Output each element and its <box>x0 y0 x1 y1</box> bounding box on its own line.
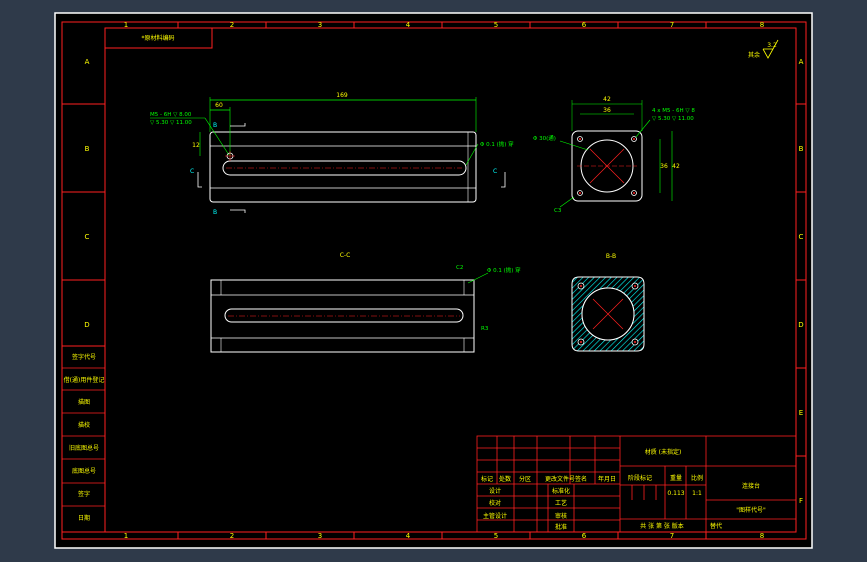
section-cc: C2 Φ 0.1 (抛) 穿 R3 <box>210 265 521 353</box>
left-zone-c: C <box>85 233 90 241</box>
title-block-text: 材质 (未指定) 连接台 "图样代号" 阶段标记 重量 比例 0.113 1:1… <box>481 448 766 531</box>
cc-right-note: R3 <box>481 326 489 332</box>
left-table-labels: 签字代号 借(通)用件登记 描图 描校 旧底图总号 底图总号 签字 日期 <box>64 353 105 522</box>
left-table-date: 日期 <box>78 514 90 522</box>
top-zone-8: 8 <box>760 21 764 29</box>
left-zone-d: D <box>84 321 89 329</box>
row-header-date: 年月日 <box>598 475 616 483</box>
roughness-label: 其余 <box>748 51 760 59</box>
top-zone-7: 7 <box>670 21 674 29</box>
row-header-count: 处数 <box>499 475 511 483</box>
cut-left-top: C <box>190 168 194 175</box>
chief-label: 主管设计 <box>483 512 507 520</box>
bottom-zone-7: 7 <box>670 532 674 540</box>
roughness-check-icon <box>762 39 779 59</box>
cc-chamfer-note: C2 <box>456 265 463 271</box>
part-name: 连接台 <box>742 482 760 490</box>
section-bb <box>571 276 645 352</box>
corner-holes-note-1: 4 x M5 - 6H ▽ 8 <box>652 108 695 114</box>
corner-holes-note-2: ▽ 5.30 ▽ 11.00 <box>652 116 694 122</box>
weight-value: 0.113 <box>667 490 684 497</box>
title-block <box>476 435 797 533</box>
cut-b-bottom: B <box>213 209 217 216</box>
design-label: 设计 <box>489 487 501 495</box>
material-label: 材质 (未指定) <box>645 448 682 456</box>
left-side-table <box>61 345 106 533</box>
dim-left-offset: 60 <box>215 102 223 109</box>
drawing-number: "图样代号" <box>736 506 766 514</box>
hole-note-2: ▽ 5.30 ▽ 11.00 <box>150 120 192 126</box>
dim-square-inner: 36 <box>603 107 611 114</box>
bb-title: B-B <box>606 253 616 260</box>
bottom-zone-5: 5 <box>494 532 498 540</box>
cc-thread-note: Φ 0.1 (抛) 穿 <box>487 266 521 274</box>
zone-ticks <box>62 22 806 539</box>
left-zone-b: B <box>85 145 90 153</box>
stage-label: 阶段标记 <box>628 474 652 482</box>
dim-side-outer: 42 <box>672 163 680 170</box>
right-zone-d: D <box>798 321 803 329</box>
weight-label: 重量 <box>670 474 682 482</box>
zone-labels: 1 2 3 4 5 6 7 8 1 2 3 4 5 6 7 8 A B C D … <box>84 21 803 540</box>
right-thread-note: Φ 0.1 (抛) 穿 <box>480 140 514 148</box>
row-header-zone: 分区 <box>519 475 531 483</box>
top-zone-2: 2 <box>230 21 234 29</box>
cut-b-top: B <box>213 122 217 129</box>
right-zone-b: B <box>799 145 804 153</box>
left-table-sign: 签字 <box>78 490 90 498</box>
dim-side-inner: 36 <box>660 163 668 170</box>
bottom-zone-1: 1 <box>124 532 128 540</box>
bottom-zone-3: 3 <box>318 532 322 540</box>
bottom-zone-6: 6 <box>582 532 587 540</box>
roughness-value: 3.2 <box>767 42 777 49</box>
top-zone-4: 4 <box>406 21 411 29</box>
right-zone-a: A <box>799 58 804 66</box>
dim-square-outer: 42 <box>603 96 611 103</box>
scale-label: 比例 <box>691 474 703 482</box>
corner-tag: *原材料编码 <box>141 34 174 42</box>
left-table-base-no: 底图总号 <box>72 467 96 475</box>
left-table-trace: 描图 <box>78 398 90 406</box>
top-zone-5: 5 <box>494 21 498 29</box>
cc-title: C-C <box>340 252 351 259</box>
roughness-symbol: 其余 3.2 <box>748 39 779 59</box>
replace-label: 替代 <box>710 522 722 530</box>
left-table-old-no: 旧底图总号 <box>69 444 99 452</box>
right-zone-e: E <box>799 409 803 417</box>
row-header-mark: 标记 <box>481 475 493 483</box>
end-view: 42 36 4 x M5 - 6H ▽ 8 ▽ 5.30 ▽ 11.00 Φ 3… <box>533 96 695 214</box>
standard-label: 标准化 <box>552 487 570 495</box>
sheet-label: 共 张 第 张 版本 <box>640 522 684 530</box>
cut-right-top: C <box>493 168 497 175</box>
bottom-zone-8: 8 <box>760 532 764 540</box>
scale-value: 1:1 <box>692 490 702 497</box>
row-header-change: 更改文件号签名 <box>545 475 587 483</box>
bore-note: Φ 30(通) <box>533 134 556 142</box>
right-zone-f: F <box>799 497 803 505</box>
bottom-zone-2: 2 <box>230 532 234 540</box>
check-label: 校对 <box>489 499 501 507</box>
left-table-trace-check: 描校 <box>78 421 90 429</box>
left-table-sign-code: 签字代号 <box>72 353 96 361</box>
approve-label: 批准 <box>555 523 567 531</box>
left-table-borrow: 借(通)用件登记 <box>64 376 105 384</box>
dim-depth-side: 12 <box>192 142 200 149</box>
process-label: 工艺 <box>555 499 567 507</box>
review-label: 审核 <box>555 512 567 520</box>
chamfer-note: C3 <box>554 208 562 214</box>
top-zone-6: 6 <box>582 21 587 29</box>
right-zone-c: C <box>799 233 804 241</box>
left-zone-a: A <box>85 58 90 66</box>
bottom-zone-4: 4 <box>406 532 411 540</box>
front-view: 169 60 12 M5 - 6H ▽ 8.00 ▽ 5.30 ▽ 11.00 … <box>150 92 514 216</box>
dim-overall-length: 169 <box>336 92 348 99</box>
hole-note-1: M5 - 6H ▽ 8.00 <box>150 112 192 118</box>
top-zone-3: 3 <box>318 21 322 29</box>
top-zone-1: 1 <box>124 21 128 29</box>
corner-tag-box <box>104 27 213 49</box>
